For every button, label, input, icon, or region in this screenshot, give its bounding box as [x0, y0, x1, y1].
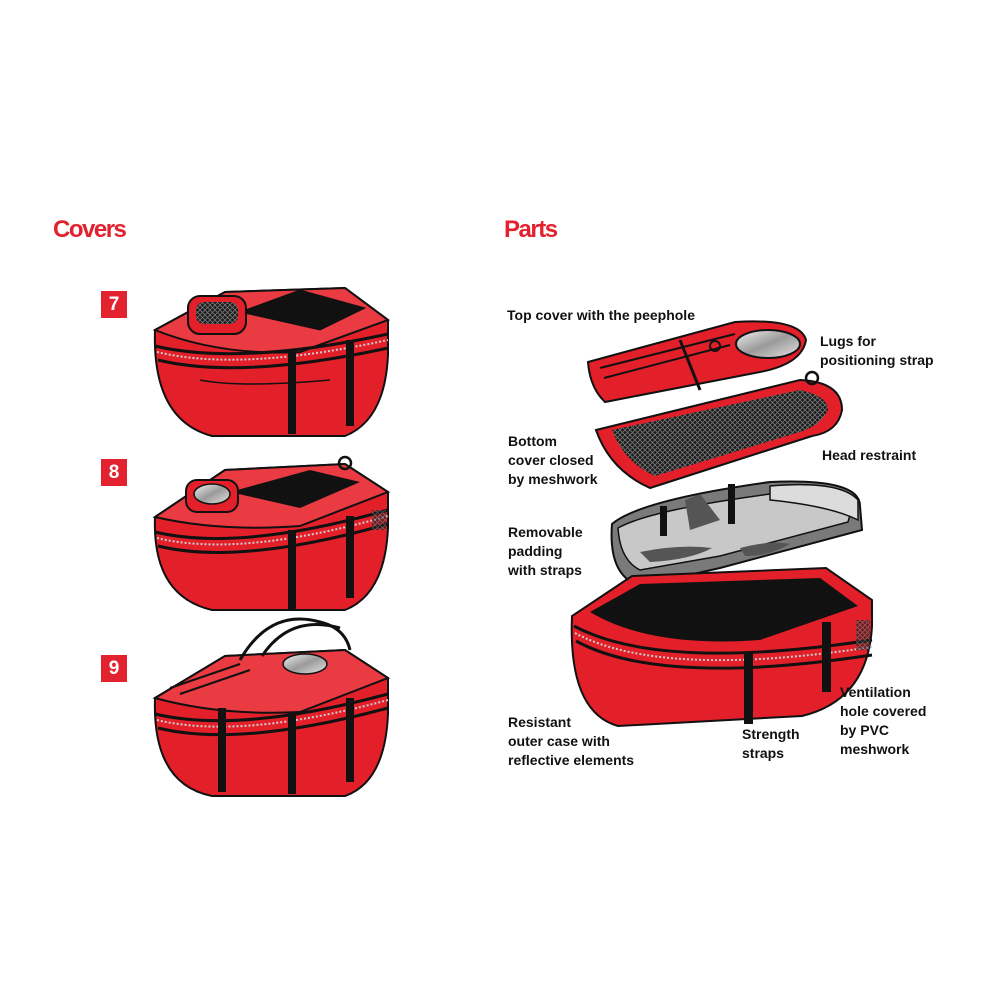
- bag-step-7: [152, 286, 391, 437]
- part-outer-case: [570, 566, 873, 728]
- label-strength-straps: Strength straps: [742, 726, 800, 761]
- label-outer-case: Resistant outer case with reflective ele…: [508, 714, 635, 768]
- part-bottom-cover: [594, 370, 844, 490]
- label-padding: Removable padding with straps: [508, 524, 583, 578]
- label-head-restraint: Head restraint: [822, 447, 917, 463]
- bag-step-9: [152, 617, 391, 797]
- parts-title: Parts: [504, 216, 558, 243]
- part-padding: [610, 480, 864, 588]
- label-ventilation: Ventilation hole covered by PVC meshwork: [840, 684, 927, 757]
- label-bottom-cover: Bottom cover closed by meshwork: [508, 433, 598, 487]
- part-top-cover: [586, 320, 808, 404]
- label-top-cover: Top cover with the peephole: [507, 307, 695, 323]
- label-lugs: Lugs for positioning strap: [820, 333, 934, 368]
- step-badge-7: 7: [101, 291, 127, 318]
- covers-title: Covers: [53, 216, 127, 243]
- step-badge-8: 8: [101, 459, 127, 486]
- bag-step-8: [152, 455, 391, 611]
- step-badge-9: 9: [101, 655, 127, 682]
